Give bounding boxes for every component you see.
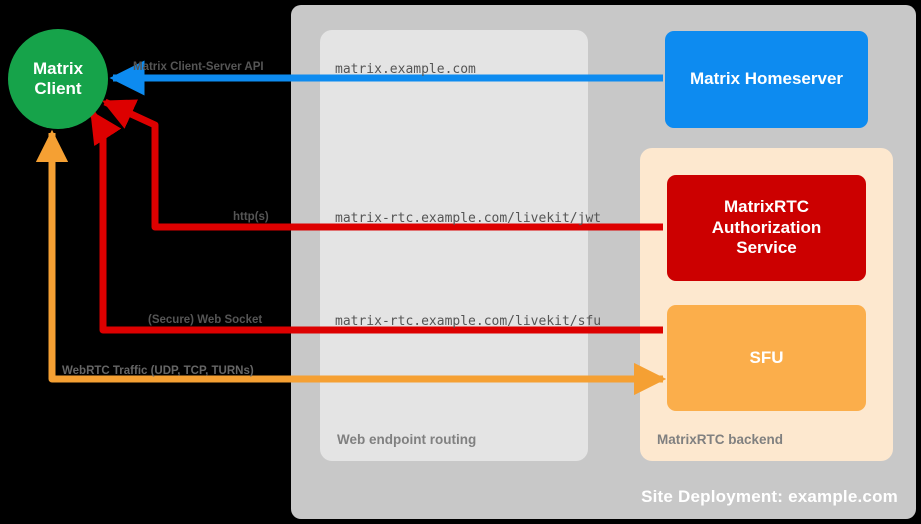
web-endpoint-routing-group: Web endpoint routing (320, 30, 588, 461)
auth-service-line2: Authorization (711, 217, 822, 237)
sfu-label: SFU (749, 347, 784, 367)
endpoint-label-matrix: matrix.example.com (335, 62, 476, 77)
site-deployment-label: Site Deployment: example.com (641, 487, 898, 506)
flow-label-websocket: (Secure) Web Socket (148, 314, 263, 326)
auth-service-line1: MatrixRTC (723, 197, 809, 217)
node-sfu[interactable]: SFU (667, 305, 866, 411)
node-matrix-homeserver[interactable]: Matrix Homeserver (665, 31, 868, 128)
matrix-client-line2: Client (34, 79, 82, 98)
endpoint-label-livekit-sfu: matrix-rtc.example.com/livekit/sfu (335, 314, 602, 329)
matrix-homeserver-label: Matrix Homeserver (689, 69, 844, 89)
web-endpoint-routing-label: Web endpoint routing (337, 432, 477, 447)
node-matrix-client[interactable]: Matrix Client (8, 29, 108, 129)
flow-label-cs-api: Matrix Client-Server API (133, 61, 264, 73)
matrixrtc-backend-label: MatrixRTC backend (657, 432, 784, 447)
flow-label-https: http(s) (233, 211, 269, 223)
auth-service-line3: Service (736, 238, 797, 258)
flow-label-webrtc: WebRTC Traffic (UDP, TCP, TURNs) (62, 365, 254, 377)
matrix-client-line1: Matrix (32, 59, 84, 79)
node-matrixrtc-authorization-service[interactable]: MatrixRTC Authorization Service (667, 175, 866, 281)
endpoint-label-livekit-jwt: matrix-rtc.example.com/livekit/jwt (335, 211, 602, 226)
